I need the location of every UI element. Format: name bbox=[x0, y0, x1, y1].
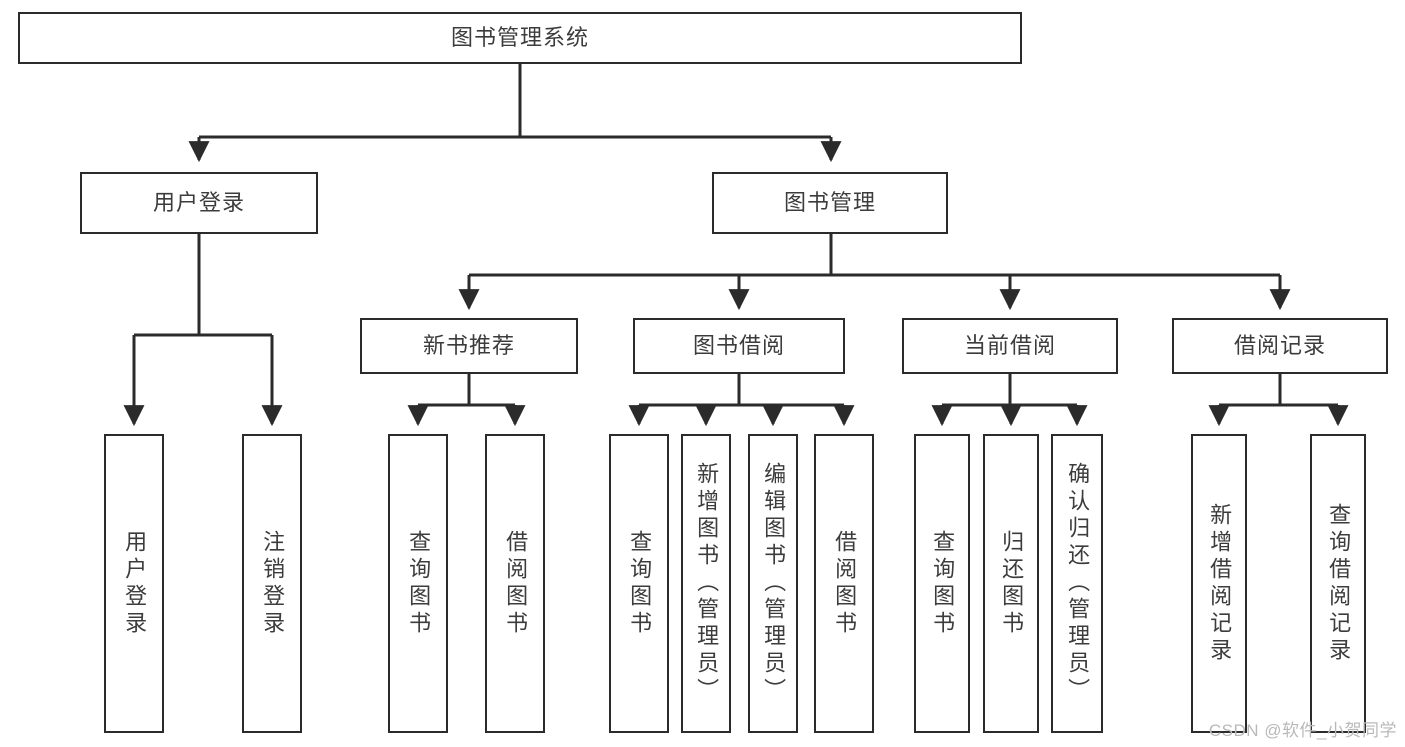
node-book-management[interactable]: 图书管理 bbox=[712, 172, 948, 234]
node-new-book-recommend[interactable]: 新书推荐 bbox=[360, 318, 578, 374]
node-borrow-records[interactable]: 借阅记录 bbox=[1172, 318, 1388, 374]
node-current-borrow[interactable]: 当前借阅 bbox=[902, 318, 1118, 374]
node-root[interactable]: 图书管理系统 bbox=[18, 12, 1022, 64]
node-borrow-records-label: 借阅记录 bbox=[1233, 332, 1326, 358]
leaf-borrow-book-label: 借阅图书 bbox=[832, 529, 858, 638]
leaf-logout[interactable]: 注销登录 bbox=[242, 434, 302, 733]
leaf-query-book-recommend-label: 查询图书 bbox=[406, 529, 432, 638]
leaf-edit-book-admin-label: 编辑图书（管理员） bbox=[761, 462, 787, 705]
leaf-query-book-current-label: 查询图书 bbox=[930, 529, 956, 638]
node-current-borrow-label: 当前借阅 bbox=[963, 332, 1056, 358]
leaf-query-book-borrow[interactable]: 查询图书 bbox=[609, 434, 669, 733]
leaf-confirm-return-admin-label: 确认归还（管理员） bbox=[1065, 462, 1091, 705]
leaf-borrow-book-recommend[interactable]: 借阅图书 bbox=[485, 434, 545, 733]
node-book-borrow[interactable]: 图书借阅 bbox=[633, 318, 845, 374]
leaf-edit-book-admin[interactable]: 编辑图书（管理员） bbox=[748, 434, 798, 733]
leaf-add-borrow-record-label: 新增借阅记录 bbox=[1207, 502, 1233, 665]
watermark: CSDN @软件_小贺同学 bbox=[1208, 721, 1397, 740]
leaf-add-book-admin-label: 新增图书（管理员） bbox=[694, 462, 720, 705]
node-user-login-label: 用户登录 bbox=[152, 189, 245, 215]
leaf-logout-label: 注销登录 bbox=[260, 529, 286, 638]
leaf-user-login[interactable]: 用户登录 bbox=[104, 434, 164, 733]
leaf-confirm-return-admin[interactable]: 确认归还（管理员） bbox=[1051, 434, 1103, 733]
leaf-return-book-label: 归还图书 bbox=[999, 529, 1025, 638]
leaf-add-borrow-record[interactable]: 新增借阅记录 bbox=[1191, 434, 1247, 733]
leaf-query-book-borrow-label: 查询图书 bbox=[627, 529, 653, 638]
node-root-label: 图书管理系统 bbox=[450, 24, 589, 50]
leaf-query-borrow-record[interactable]: 查询借阅记录 bbox=[1310, 434, 1366, 733]
leaf-query-borrow-record-label: 查询借阅记录 bbox=[1326, 502, 1352, 665]
leaf-query-book-recommend[interactable]: 查询图书 bbox=[388, 434, 448, 733]
leaf-query-book-current[interactable]: 查询图书 bbox=[914, 434, 970, 733]
leaf-return-book[interactable]: 归还图书 bbox=[983, 434, 1039, 733]
leaf-add-book-admin[interactable]: 新增图书（管理员） bbox=[681, 434, 731, 733]
leaf-borrow-book[interactable]: 借阅图书 bbox=[814, 434, 874, 733]
leaf-borrow-book-recommend-label: 借阅图书 bbox=[503, 529, 529, 638]
node-user-login[interactable]: 用户登录 bbox=[80, 172, 318, 234]
node-book-management-label: 图书管理 bbox=[783, 189, 876, 215]
leaf-user-login-label: 用户登录 bbox=[122, 529, 148, 638]
node-new-book-recommend-label: 新书推荐 bbox=[422, 332, 515, 358]
node-book-borrow-label: 图书借阅 bbox=[692, 332, 785, 358]
